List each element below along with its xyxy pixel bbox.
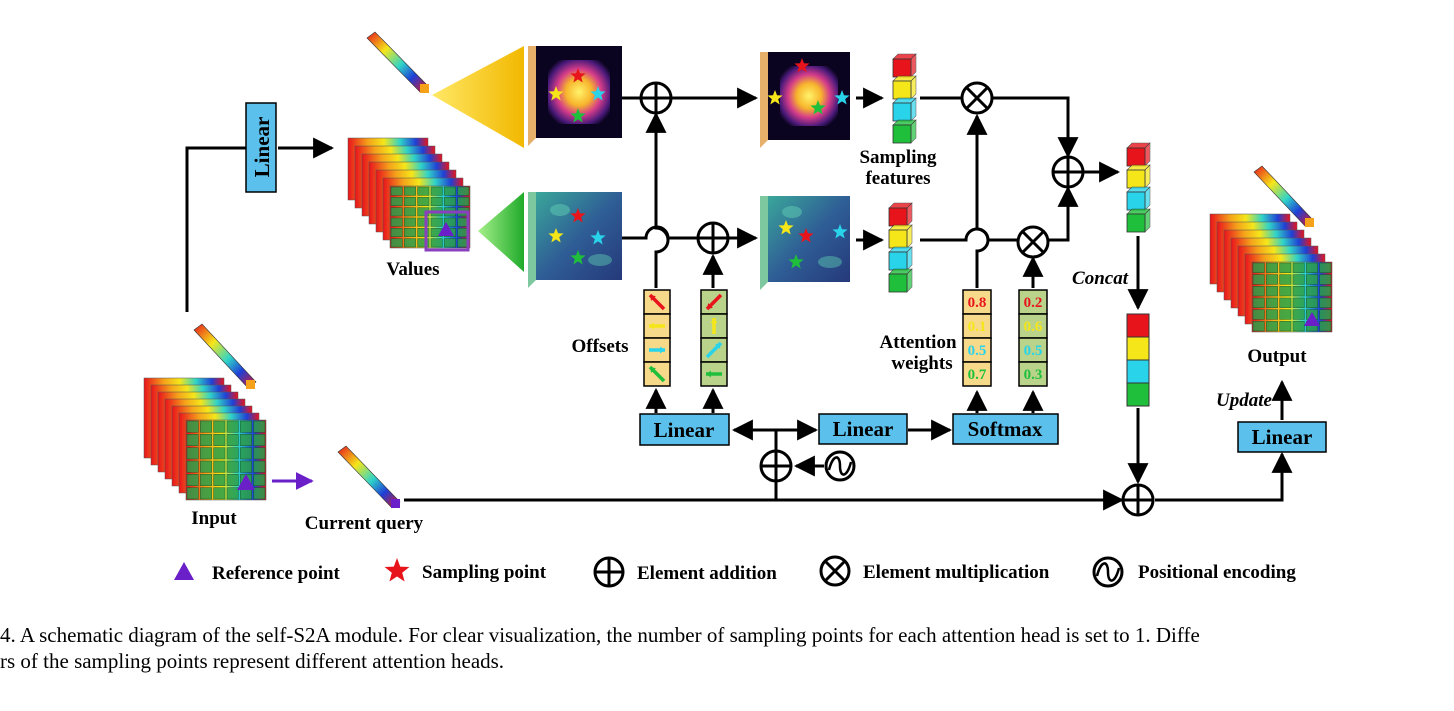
svg-text:0.2: 0.2	[1024, 295, 1043, 311]
figure-caption: 4. A schematic diagram of the self-S2A m…	[0, 622, 1454, 674]
attention-weights-label-2: weights	[891, 353, 952, 374]
svg-text:0.6: 0.6	[1024, 319, 1043, 335]
value-projection-cone-top	[432, 46, 524, 148]
offsets-label: Offsets	[572, 336, 629, 357]
attention-weight-columns: 0.8 0.1 0.5 0.7 0.2 0.6 0.5 0.3	[962, 289, 1048, 387]
value-map-bottom-2	[760, 196, 850, 290]
values-label: Values	[386, 259, 439, 280]
output-tensor	[1209, 213, 1333, 333]
sampled-feature-stacks	[888, 53, 917, 293]
linear-out-label: Linear	[1252, 425, 1313, 449]
input-label: Input	[191, 508, 237, 529]
sampling-features-label-2: features	[865, 168, 930, 189]
svg-text:0.7: 0.7	[968, 367, 987, 383]
value-map-bottom-1	[528, 192, 622, 288]
attention-weights-label-1: Attention	[879, 332, 956, 353]
offset-columns	[643, 289, 728, 387]
output-label: Output	[1247, 346, 1307, 367]
svg-text:0.5: 0.5	[1024, 343, 1043, 359]
sampling-point-icon	[384, 558, 410, 582]
value-map-top-1	[528, 46, 622, 146]
softmax-box: Softmax	[952, 413, 1059, 445]
reference-point-marker-values	[438, 222, 454, 236]
operators	[639, 81, 1155, 517]
svg-text:0.1: 0.1	[968, 319, 987, 335]
values-tensor	[347, 137, 471, 249]
output-vector	[1253, 165, 1314, 227]
current-query-label: Current query	[305, 513, 424, 534]
concat-feature-stack	[1126, 142, 1151, 233]
concat-bar	[1126, 313, 1150, 407]
sampling-point-markers	[548, 58, 850, 269]
value-highlight-box	[424, 210, 470, 252]
svg-text:0.3: 0.3	[1024, 367, 1043, 383]
positional-encoding-icon	[1092, 556, 1124, 588]
value-vector-top	[366, 31, 429, 93]
caption-line-1: 4. A schematic diagram of the self-S2A m…	[0, 623, 1200, 647]
element-multiplication-icon	[819, 555, 851, 587]
softmax-label: Softmax	[968, 417, 1043, 441]
linear-top-label: Linear	[250, 117, 274, 178]
flow-lines	[185, 87, 1293, 511]
reference-point-marker-input	[237, 474, 255, 490]
caption-line-2: rs of the sampling points represent diff…	[0, 649, 505, 673]
reference-point-marker-output	[1304, 312, 1320, 326]
legend: Reference point Sampling point Element a…	[174, 555, 1296, 588]
linear-mid-label: Linear	[833, 417, 894, 441]
legend-reference-point: Reference point	[212, 563, 341, 584]
linear-output-box: Linear	[1237, 421, 1327, 453]
linear-mid-box: Linear	[818, 413, 908, 445]
reference-point-icon	[174, 562, 194, 580]
legend-element-multiplication: Element multiplication	[863, 562, 1050, 583]
linear-offsets-box: Linear	[639, 413, 730, 446]
linear-offsets-label: Linear	[654, 418, 715, 442]
concat-label: Concat	[1072, 268, 1129, 289]
current-query-vector	[337, 445, 401, 509]
input-query-vector	[193, 323, 257, 389]
linear-value-projection: Linear	[245, 102, 277, 193]
svg-text:0.5: 0.5	[968, 343, 987, 359]
svg-text:0.8: 0.8	[968, 295, 987, 311]
element-addition-icon	[593, 556, 625, 588]
value-projection-cone-bottom	[478, 192, 524, 272]
update-label: Update	[1216, 390, 1273, 411]
legend-sampling-point: Sampling point	[422, 562, 547, 583]
sampling-features-label-1: Sampling	[859, 147, 937, 168]
legend-positional-encoding: Positional encoding	[1138, 562, 1296, 583]
legend-element-addition: Element addition	[637, 563, 777, 584]
